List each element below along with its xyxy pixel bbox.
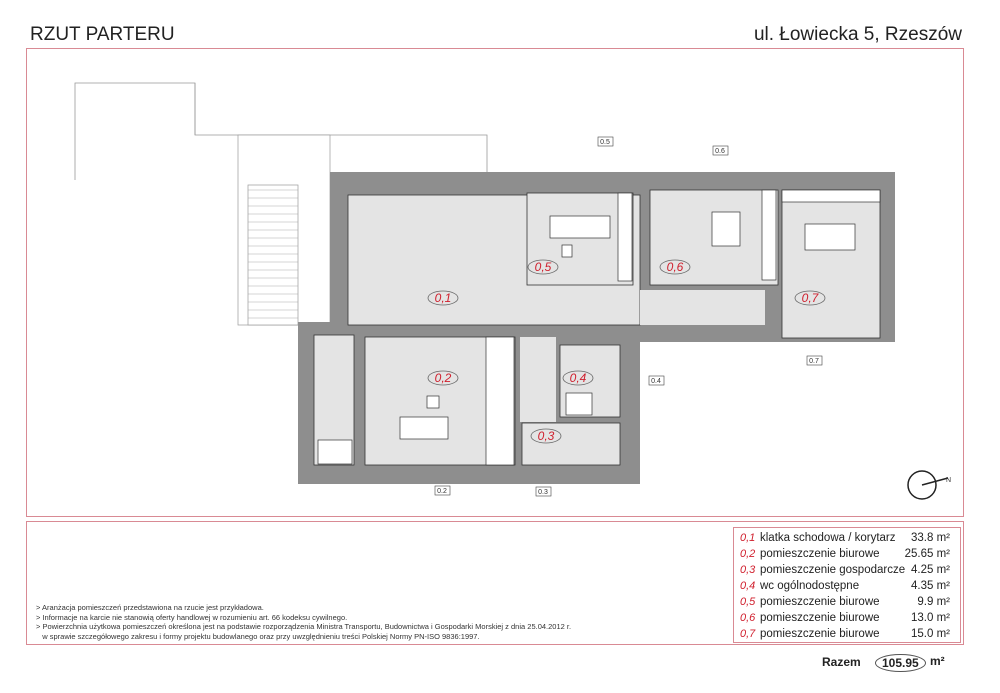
window-tag-box: [535, 486, 552, 497]
window-tag: 0.4: [651, 378, 661, 385]
notes: > Aranżacja pomieszczeń przedstawiona na…: [36, 603, 571, 641]
window-tag-box: [712, 145, 729, 156]
legend-num: 0,3: [740, 564, 756, 576]
legend-name: pomieszczenie biurowe: [760, 596, 880, 608]
legend-row: 0,7 pomieszczenie biurowe 15.0 m²: [740, 628, 950, 644]
legend-area: 4.25 m²: [911, 564, 950, 576]
room-label: 0,2: [435, 371, 452, 385]
legend-area: 13.0 m²: [911, 612, 950, 624]
room-label: 0,3: [538, 429, 555, 443]
room-label: 0,6: [667, 260, 684, 274]
compass-label: N: [946, 477, 951, 484]
info-frame: [26, 521, 964, 645]
legend-row: 0,5 pomieszczenie biurowe 9.9 m²: [740, 596, 950, 612]
furniture: [317, 189, 881, 466]
total-unit: m²: [930, 654, 945, 668]
legend-num: 0,1: [740, 532, 756, 544]
compass: N: [907, 470, 951, 500]
window-tag-box: [648, 375, 665, 386]
room-label-ellipse: [562, 370, 594, 386]
legend-area: 33.8 m²: [911, 532, 950, 544]
legend-num: 0,7: [740, 628, 756, 640]
plan-frame: [26, 48, 964, 517]
address: ul. Łowiecka 5, Rzeszów: [753, 24, 962, 45]
legend-area: 9.9 m²: [917, 596, 950, 608]
legend-num: 0,6: [740, 612, 756, 624]
legend-area: 15.0 m²: [911, 628, 950, 640]
note: > Aranżacja pomieszczeń przedstawiona na…: [36, 603, 264, 612]
room-label-ellipse: [659, 259, 691, 275]
room-label-ellipse: [530, 428, 562, 444]
legend-area: 25.65 m²: [904, 548, 950, 560]
window-tag: 0.5: [600, 139, 610, 146]
legend-name: pomieszczenie biurowe: [760, 612, 880, 624]
note: > Powierzchnia użytkowa pomieszczeń okre…: [36, 622, 572, 631]
room-legend: 0,1 klatka schodowa / korytarz 33.8 m² 0,2 p…: [733, 527, 961, 643]
terrace-outline: [74, 82, 488, 180]
legend-name: wc ogólnodostępne: [760, 580, 860, 592]
room-label-ellipse: [427, 290, 459, 306]
room-label-ellipse: [527, 259, 559, 275]
legend-name: pomieszczenie biurowe: [760, 548, 880, 560]
window-tag-box: [434, 485, 451, 496]
legend-row: 0,1 klatka schodowa / korytarz 33.8 m²: [740, 532, 950, 548]
room-label: 0,1: [435, 291, 452, 305]
legend-num: 0,2: [740, 548, 756, 560]
room-label: 0,4: [570, 371, 587, 385]
hall: [520, 337, 556, 422]
sheet-title: RZUT PARTERU: [30, 24, 175, 45]
legend-row: 0,4 wc ogólnodostępne 4.35 m²: [740, 580, 950, 596]
window-tag-box: [806, 355, 823, 366]
window-tag: 0.3: [538, 489, 548, 496]
legend-num: 0,5: [740, 596, 756, 608]
note: w sprawie szczegółowego zakresu i formy …: [36, 631, 480, 641]
legend-name: pomieszczenie biurowe: [760, 628, 880, 640]
legend-num: 0,4: [740, 580, 756, 592]
room-label: 0,5: [535, 260, 552, 274]
room-0-1b: [640, 290, 765, 325]
window-tag: 0.6: [715, 148, 725, 155]
window-tag-box: [597, 136, 614, 147]
room-label-ellipse: [794, 290, 826, 306]
legend-name: pomieszczenie gospodarcze: [760, 564, 906, 576]
room-label: 0,7: [802, 291, 820, 305]
legend-row: 0,3 pomieszczenie gospodarcze 4.25 m²: [740, 564, 950, 580]
total-value: 105.95: [875, 654, 926, 672]
legend-row: 0,2 pomieszczenie biurowe 25.65 m²: [740, 548, 950, 564]
total-label: Razem: [822, 655, 861, 669]
window-tag: 0.7: [809, 358, 819, 365]
legend-name: klatka schodowa / korytarz: [760, 532, 896, 544]
window-tag: 0.2: [437, 488, 447, 495]
floors: [313, 189, 881, 466]
legend-area: 4.35 m²: [911, 580, 950, 592]
note: > Informacje na karcie nie stanowią ofer…: [36, 612, 348, 622]
room-0-5: [526, 192, 634, 286]
room-label-ellipse: [427, 370, 459, 386]
room-0-7: [781, 189, 881, 339]
legend-row: 0,6 pomieszczenie biurowe 13.0 m²: [740, 612, 950, 628]
